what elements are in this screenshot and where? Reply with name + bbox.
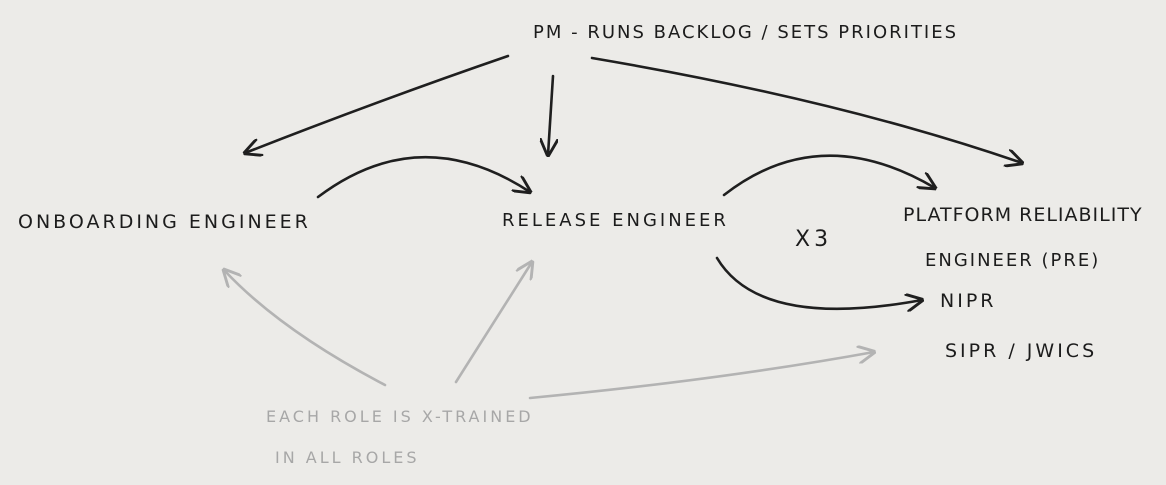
arrow-onboarding-to-release — [316, 155, 530, 199]
arrow-pm-to-onboarding — [245, 54, 510, 153]
arrow-pm-to-platform — [590, 56, 1022, 163]
arrow-release-to-platform — [722, 154, 935, 197]
arrow-note-to-onboarding — [224, 270, 387, 387]
platform-reliability-label: Platform Reliability — [903, 204, 1143, 226]
multiplier-label: x3 — [795, 227, 833, 252]
arrow-pm-to-release — [548, 74, 553, 155]
onboarding-engineer-label: Onboarding engineer — [18, 211, 311, 233]
arrow-note-to-release — [454, 262, 532, 384]
arrow-release-to-nipr — [715, 256, 922, 309]
arrow-note-to-sipr — [528, 352, 874, 400]
nipr-label: NIPR — [940, 290, 997, 312]
release-engineer-label: Release engineer — [502, 210, 729, 231]
cross-training-note-line1: Each role is x-trained — [266, 407, 534, 426]
cross-training-note-line2: in all roles — [275, 448, 420, 467]
platform-engineer-pre-label: engineer (PRE) — [925, 250, 1101, 271]
pm-label: PM - Runs Backlog / sets priorities — [533, 22, 959, 43]
sipr-jwics-label: SIPR / JWICS — [945, 340, 1098, 362]
